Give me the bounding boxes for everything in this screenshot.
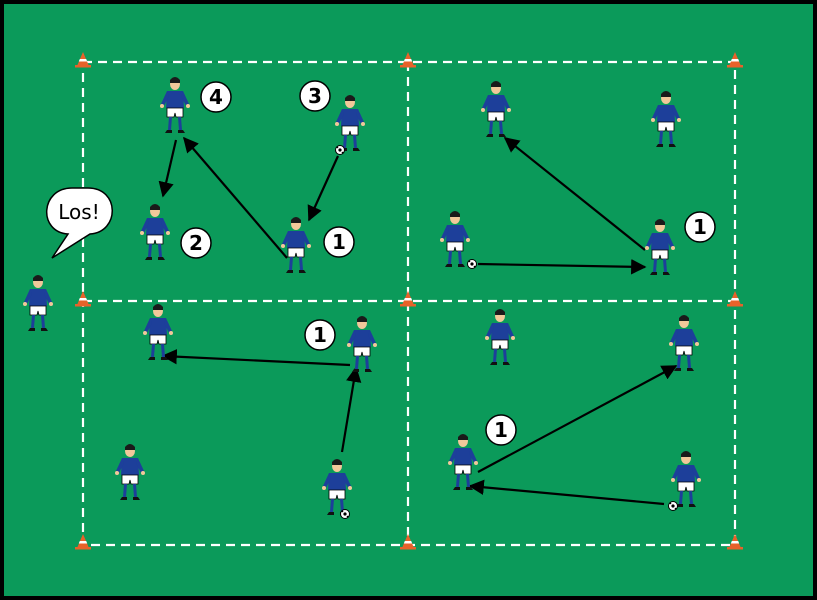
label-q1-2: 2	[180, 227, 212, 259]
ball-q3	[340, 509, 350, 519]
arrow-q1-run-to-4	[182, 136, 288, 259]
ball-q4	[668, 501, 678, 511]
label-q1-4-text: 4	[209, 85, 223, 109]
arrow-q2-pass-to-1	[477, 259, 647, 275]
label-q1-1-text: 1	[332, 230, 346, 254]
label-q1-1: 1	[323, 226, 355, 258]
arrow-q3-pass-to-1	[340, 366, 362, 453]
ball-q2	[467, 259, 477, 269]
label-q4-1-text: 1	[494, 418, 508, 442]
label-q3-1: 1	[304, 319, 336, 351]
arrow-q1-3-to-1	[307, 155, 340, 222]
arrow-q3-1-to-left	[161, 348, 351, 367]
label-q2-1: 1	[684, 211, 716, 243]
pass-arrows	[158, 136, 678, 506]
arrow-q4-1-to-top	[477, 365, 678, 473]
arrow-q1-4-to-2	[158, 139, 178, 198]
speech-bubble-text: Los!	[58, 200, 99, 224]
ball-q1	[335, 145, 345, 155]
arrow-q2-1-to-top	[503, 137, 646, 251]
label-q1-4: 4	[200, 81, 232, 113]
player-number-labels: 4 3 2 1 1 1 1	[180, 80, 716, 446]
speech-bubble: Los!	[45, 187, 113, 259]
label-q4-1: 1	[485, 414, 517, 446]
label-q1-2-text: 2	[189, 231, 203, 255]
label-q1-3: 3	[299, 80, 331, 112]
label-q3-1-text: 1	[313, 323, 327, 347]
arrow-q4-pass-to-1	[468, 479, 665, 506]
label-q1-3-text: 3	[308, 84, 322, 108]
label-q2-1-text: 1	[693, 215, 707, 239]
